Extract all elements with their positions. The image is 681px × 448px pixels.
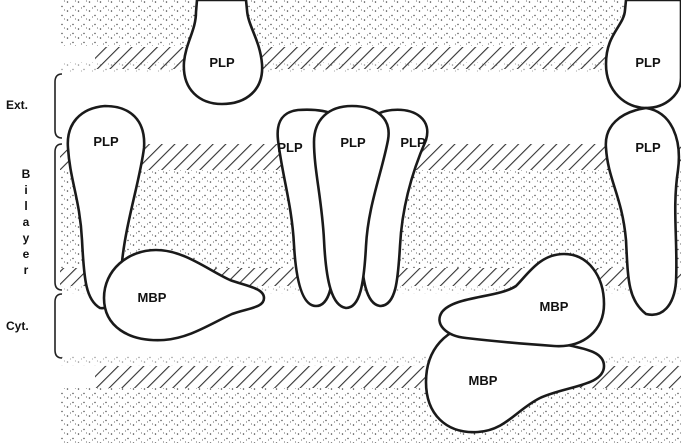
plp-cluster-mid-label: PLP [340,135,366,150]
bilayer-letter: a [23,215,30,229]
mbp-right-lower-label: MBP [469,373,498,388]
extracellular-stipple-top [60,0,681,46]
plp-right-label: PLP [635,140,661,155]
bilayer-letter: y [23,231,30,245]
ext-stipple-edge [60,62,681,72]
bilayer-letter: e [23,247,30,261]
cyt-label: Cyt. [6,319,29,333]
plp-top-center-label: PLP [209,55,235,70]
ext-bracket [55,74,62,138]
bilayer-letter: r [24,263,29,277]
extracellular-stipple-bottom [60,388,681,443]
mbp-right-upper-label: MBP [540,299,569,314]
plp-top-right-label: PLP [635,55,661,70]
plp-left-label: PLP [93,134,119,149]
mbp-left-label: MBP [138,290,167,305]
bilayer-letter: B [22,167,31,181]
plp-cluster-right-label: PLP [400,135,426,150]
bilayer-letter: l [24,199,27,213]
ext-label: Ext. [6,98,28,112]
cyt-bracket [55,294,62,358]
plp-cluster-left-label: PLP [277,140,303,155]
side-annotations: Ext. B i l a y e r Cyt. [6,74,62,358]
bilayer-letter: i [24,183,27,197]
